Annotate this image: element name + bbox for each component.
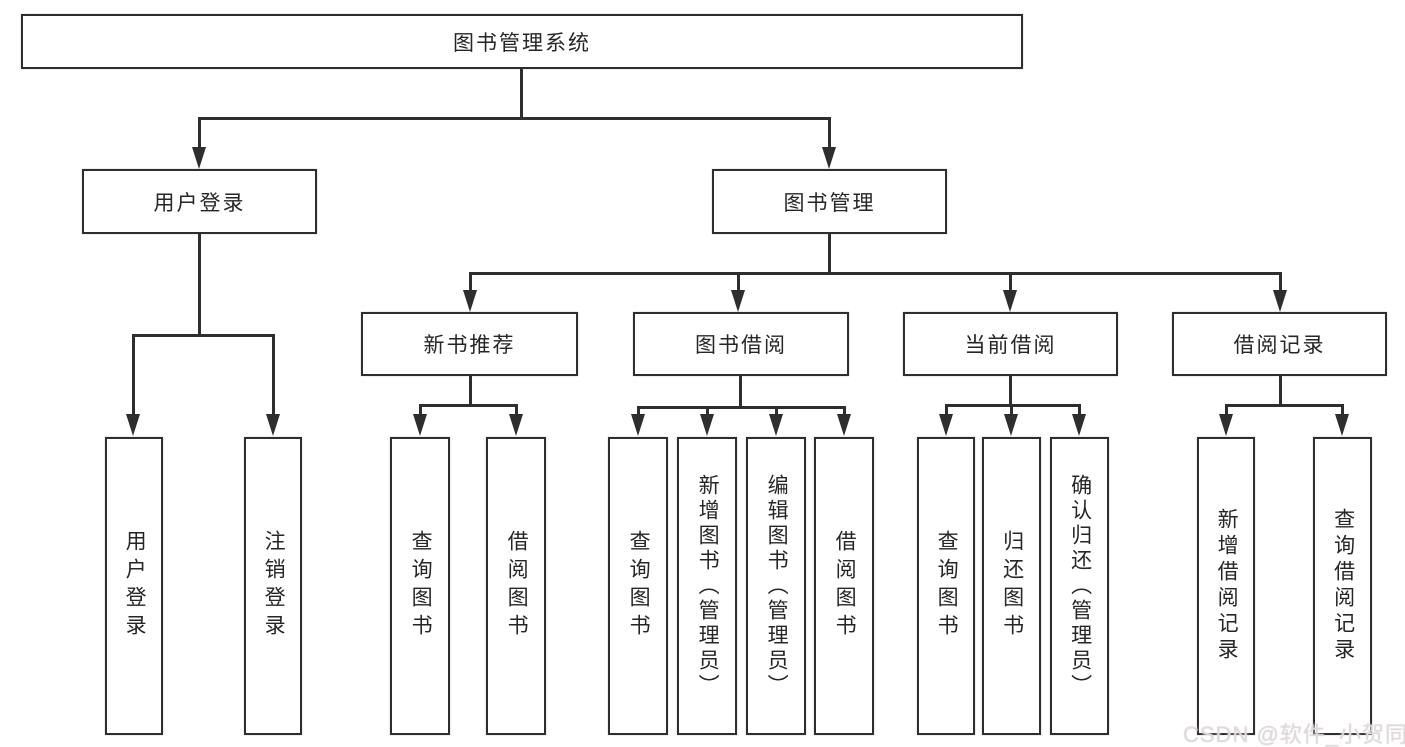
connector-borrow-records-stem [1279,376,1282,406]
arrowhead-leaf [837,414,851,436]
leaf-label: 新增借阅记录 [1215,508,1239,664]
leaf-label: 借阅图书 [505,530,529,642]
arrowhead-borrow-records [1273,290,1287,312]
arrowhead-leaf [631,414,645,436]
connector-user-login-rail [132,334,275,337]
arrowhead-leaf [1219,414,1233,436]
connector-borrow-records-rail [1225,404,1344,407]
connector-user-login-drop [198,117,201,151]
arrowhead-leaf [1072,414,1086,436]
connector-level3-rail [469,272,1281,275]
connector-leaf-drop [419,404,422,416]
leaf-borrow-query-books: 查询图书 [608,437,668,735]
leaf-label: 新增图书（管理员） [696,473,720,699]
arrowhead-book-borrow [731,290,745,312]
connector-new-book-stem [469,376,472,406]
connector-level3-drop [1279,272,1282,292]
node-book-borrow: 图书借阅 [633,312,849,376]
connector-leaf-drop [637,406,640,416]
connector-root-stem [520,69,523,119]
node-new-book-recommend: 新书推荐 [361,312,578,376]
arrowhead-leaf [509,414,523,436]
leaf-label: 借阅图书 [833,530,857,642]
leaf-label: 注销登录 [262,530,286,642]
connector-leaf-drop [1341,404,1344,416]
leaf-label: 查询图书 [935,530,959,642]
arrowhead-new-book [463,290,477,312]
connector-level2-rail [198,117,830,120]
leaf-label: 确认归还（管理员） [1068,473,1092,699]
leaf-label: 查询借阅记录 [1331,508,1355,664]
connector-level3-drop [1009,272,1012,292]
connector-leaf-drop [1078,404,1081,416]
leaf-label: 归还图书 [1000,530,1024,642]
leaf-borrow-borrow-books: 借阅图书 [814,437,874,735]
connector-leaf-drop [1225,404,1228,416]
arrowhead-leaf [939,414,953,436]
arrowhead-leaf [413,414,427,436]
leaf-newbook-query-books: 查询图书 [390,437,450,735]
leaf-label: 查询图书 [627,530,651,642]
node-root: 图书管理系统 [21,14,1023,69]
arrowhead-user-login [192,147,206,169]
connector-leaf-drop [775,406,778,416]
leaf-current-confirm-return-admin: 确认归还（管理员） [1050,437,1109,735]
node-borrow-records: 借阅记录 [1172,312,1387,376]
leaf-label: 用户登录 [123,530,147,642]
arrowhead-leaf [769,414,783,436]
connector-leaf-drop [272,334,275,416]
node-book-management: 图书管理 [712,169,947,234]
leaf-label: 查询图书 [409,530,433,642]
leaf-records-query-borrow-record: 查询借阅记录 [1313,437,1372,735]
leaf-borrow-edit-books-admin: 编辑图书（管理员） [746,437,806,735]
connector-current-borrow-rail [945,404,1080,407]
node-user-login: 用户登录 [82,169,317,234]
leaf-current-return-books: 归还图书 [982,437,1041,735]
arrowhead-leaf [1335,414,1349,436]
leaf-label: 编辑图书（管理员） [765,473,789,699]
connector-leaf-drop [1010,404,1013,416]
connector-leaf-drop [843,406,846,416]
connector-new-book-rail [419,404,517,407]
arrowhead-leaf [1004,414,1018,436]
connector-book-mgmt-drop [828,117,831,151]
leaf-newbook-borrow-books: 借阅图书 [486,437,546,735]
connector-book-borrow-rail [637,406,846,409]
leaf-borrow-add-books-admin: 新增图书（管理员） [677,437,737,735]
connector-user-login-stem [198,234,201,337]
node-current-borrow: 当前借阅 [903,312,1118,376]
arrowhead-leaf [266,414,280,436]
arrowhead-current-borrow [1003,290,1017,312]
csdn-watermark: CSDN @软件_小贺同学 [1183,722,1405,747]
connector-book-mgmt-stem [828,234,831,275]
connector-leaf-drop [132,334,135,416]
connector-leaf-drop [515,404,518,416]
connector-current-borrow-stem [1009,376,1012,406]
connector-leaf-drop [945,404,948,416]
connector-level3-drop [469,272,472,292]
leaf-user-login: 用户登录 [105,437,163,735]
leaf-current-query-books: 查询图书 [917,437,975,735]
connector-level3-drop [737,272,740,292]
connector-book-borrow-stem [739,376,742,408]
arrowhead-leaf [700,414,714,436]
leaf-records-add-borrow-record: 新增借阅记录 [1197,437,1255,735]
arrowhead-leaf [126,414,140,436]
connector-leaf-drop [706,406,709,416]
arrowhead-book-mgmt [822,147,836,169]
leaf-logout-login: 注销登录 [244,437,302,735]
